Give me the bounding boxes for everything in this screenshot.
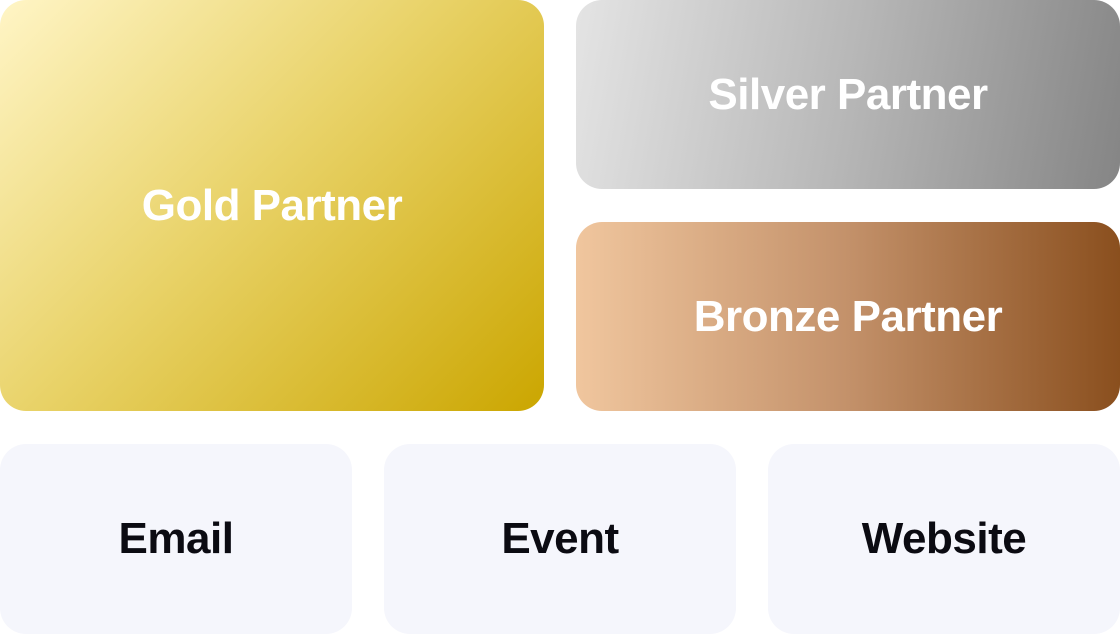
website-channel-card[interactable]: Website [768,444,1120,634]
silver-partner-label: Silver Partner [708,69,988,119]
email-channel-card[interactable]: Email [0,444,352,634]
bronze-partner-label: Bronze Partner [693,291,1003,341]
email-channel-label: Email [118,514,234,563]
event-channel-label: Event [501,514,619,563]
gold-partner-card[interactable]: Gold Partner [0,0,544,411]
bronze-partner-card[interactable]: Bronze Partner [576,222,1120,411]
gold-partner-label: Gold Partner [141,180,403,230]
silver-partner-card[interactable]: Silver Partner [576,0,1120,189]
event-channel-card[interactable]: Event [384,444,736,634]
website-channel-label: Website [861,514,1027,563]
